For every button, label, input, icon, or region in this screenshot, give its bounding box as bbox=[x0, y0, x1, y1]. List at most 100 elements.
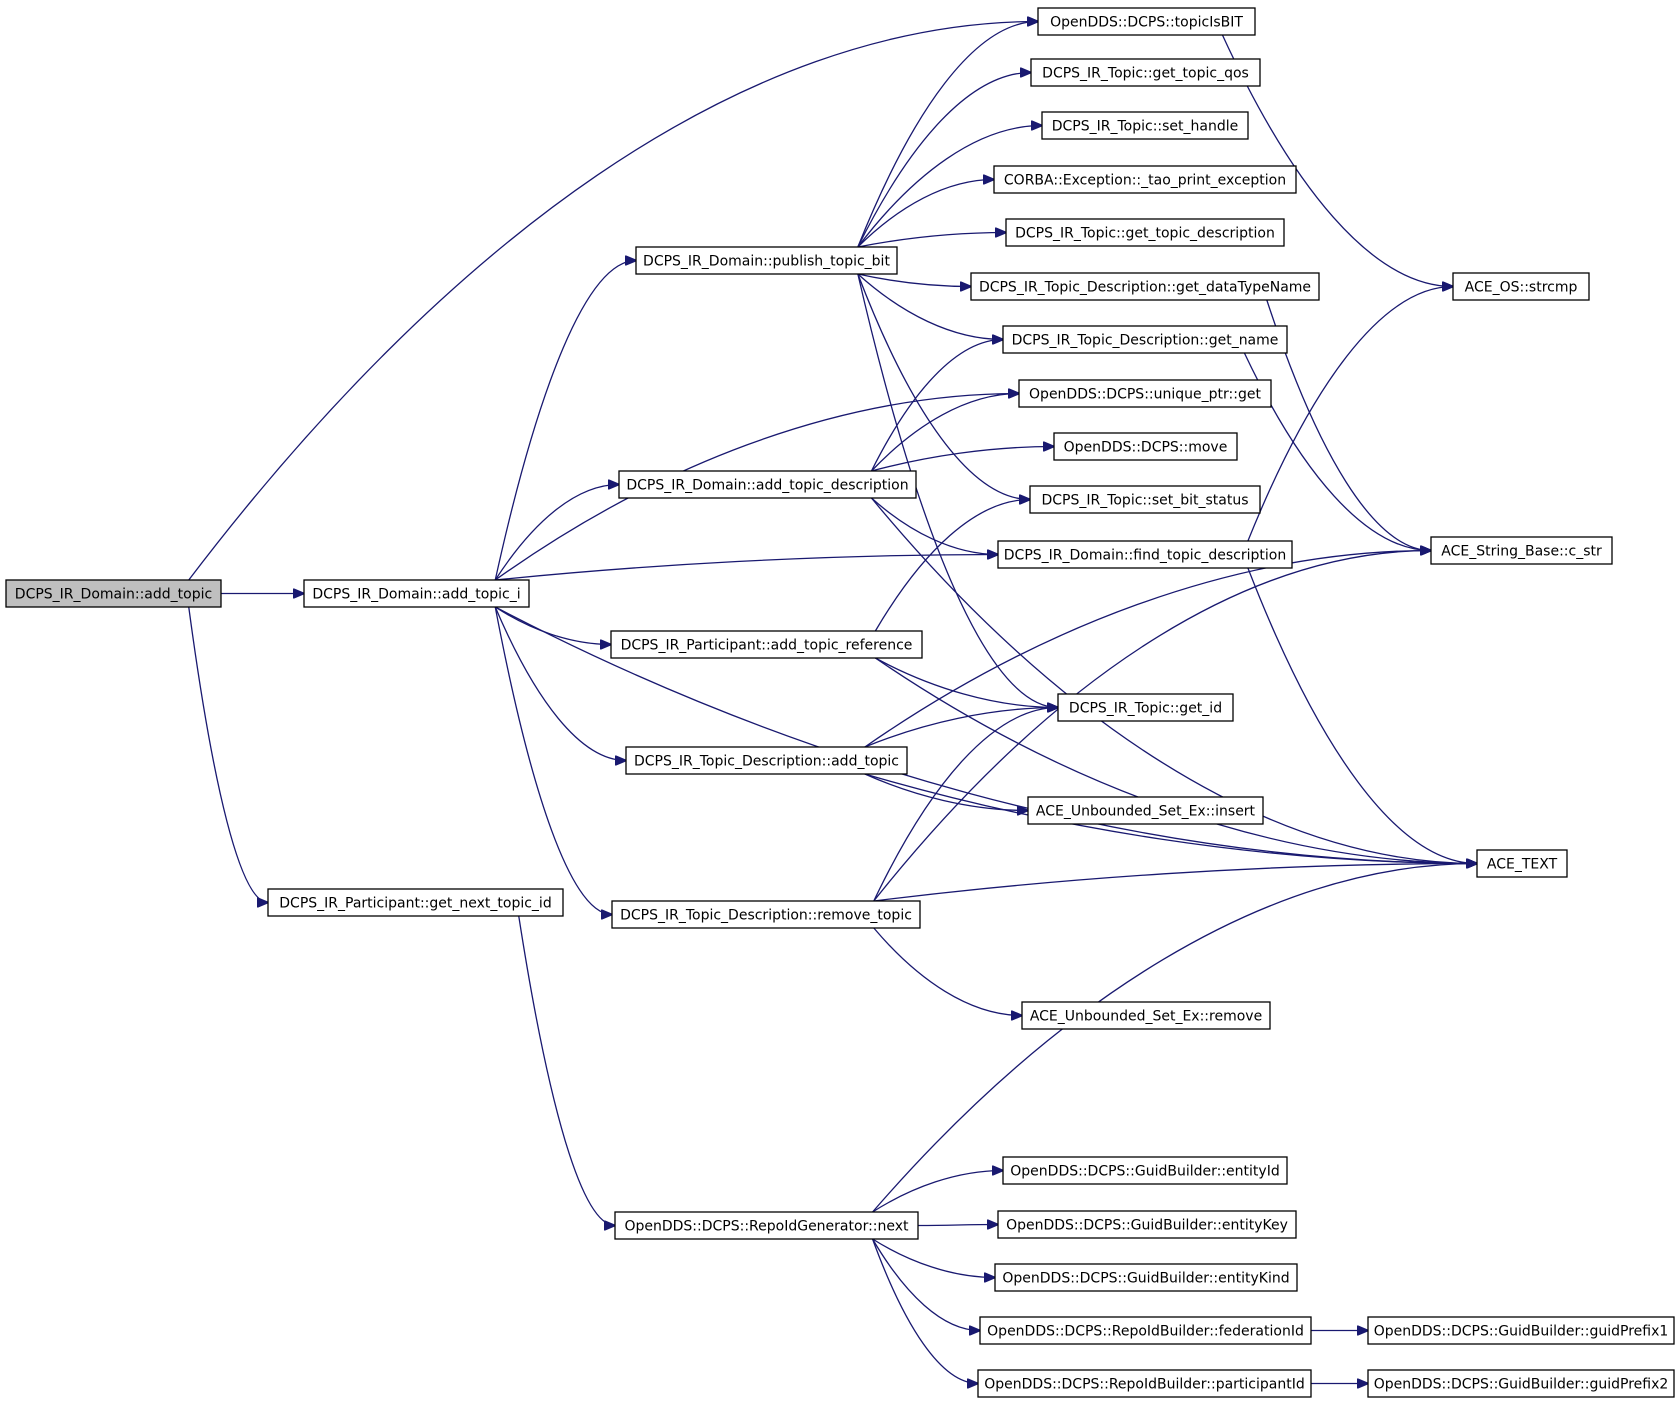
edge-repo_next-to-ace_text bbox=[872, 864, 1477, 1213]
node-guidPrefix2[interactable]: OpenDDS::DCPS::GuidBuilder::guidPrefix2 bbox=[1367, 1369, 1675, 1398]
node-box bbox=[1367, 1316, 1675, 1345]
edge-add_topic_description-to-unique_ptr_get bbox=[870, 394, 1019, 472]
node-label: DCPS_IR_Domain::add_topic bbox=[15, 587, 212, 603]
node-label: DCPS_IR_Topic::set_bit_status bbox=[1041, 493, 1248, 509]
node-get-name[interactable]: DCPS_IR_Topic_Description::get_name bbox=[1002, 325, 1288, 354]
node-label: CORBA::Exception::_tao_print_exception bbox=[1004, 173, 1286, 189]
edge-repo_next-to-participantId bbox=[871, 1238, 978, 1384]
edge-repo_next-to-entityId bbox=[872, 1171, 1003, 1213]
node-add-topic-reference[interactable]: DCPS_IR_Participant::add_topic_reference bbox=[610, 630, 923, 659]
node-label: DCPS_IR_Topic::set_handle bbox=[1052, 119, 1239, 135]
node-label: DCPS_IR_Topic_Description::get_dataTypeN… bbox=[979, 280, 1311, 296]
node-set-handle[interactable]: DCPS_IR_Topic::set_handle bbox=[1041, 111, 1249, 140]
edge-add_topic_i-to-add_topic_description bbox=[494, 485, 619, 581]
node-box bbox=[611, 900, 921, 929]
edge-find_topic_description-to-strcmp bbox=[1247, 287, 1453, 542]
node-add-topic-description[interactable]: DCPS_IR_Domain::add_topic_description bbox=[618, 470, 917, 499]
edge-add_topic_i-to-unique_ptr_get bbox=[494, 394, 1019, 581]
node-layer: DCPS_IR_Domain::add_topic DCPS_IR_Domain:… bbox=[5, 7, 1675, 1398]
node-entityId[interactable]: OpenDDS::DCPS::GuidBuilder::entityId bbox=[1002, 1156, 1288, 1185]
edge-get_dataTypeName-to-c_str bbox=[1266, 299, 1431, 551]
node-guidPrefix1[interactable]: OpenDDS::DCPS::GuidBuilder::guidPrefix1 bbox=[1367, 1316, 1675, 1345]
edge-add_topic_reference-to-ace_text bbox=[874, 657, 1477, 864]
edge-publish_topic_bit-to-get_name bbox=[857, 273, 1003, 340]
edge-td_add_topic-to-ace_text bbox=[864, 773, 1477, 864]
node-federationId[interactable]: OpenDDS::DCPS::RepoIdBuilder::federation… bbox=[979, 1316, 1312, 1345]
node-find-topic-description[interactable]: DCPS_IR_Domain::find_topic_description bbox=[997, 540, 1293, 569]
node-box bbox=[267, 888, 564, 917]
node-label: OpenDDS::DCPS::GuidBuilder::entityKind bbox=[1002, 1271, 1289, 1287]
node-get-dataTypeName[interactable]: DCPS_IR_Topic_Description::get_dataTypeN… bbox=[970, 272, 1320, 301]
node-label: DCPS_IR_Topic_Description::remove_topic bbox=[620, 908, 912, 924]
node-unique-ptr-get[interactable]: OpenDDS::DCPS::unique_ptr::get bbox=[1018, 379, 1272, 408]
node-label: DCPS_IR_Topic::get_topic_qos bbox=[1042, 66, 1249, 82]
node-label: DCPS_IR_Topic::get_id bbox=[1069, 701, 1222, 717]
node-label: OpenDDS::DCPS::RepoIdBuilder::participan… bbox=[984, 1377, 1305, 1393]
node-box bbox=[994, 1263, 1298, 1292]
node-participantId[interactable]: OpenDDS::DCPS::RepoIdBuilder::participan… bbox=[977, 1369, 1312, 1398]
node-ace-text[interactable]: ACE_TEXT bbox=[1476, 849, 1568, 878]
node-label: OpenDDS::DCPS::GuidBuilder::entityId bbox=[1010, 1164, 1279, 1180]
edge-repo_next-to-entityKey bbox=[917, 1225, 998, 1226]
node-label: DCPS_IR_Participant::add_topic_reference bbox=[621, 638, 913, 654]
node-label: OpenDDS::DCPS::RepoIdGenerator::next bbox=[624, 1219, 909, 1235]
node-label: DCPS_IR_Topic_Description::add_topic bbox=[634, 754, 899, 770]
node-label: OpenDDS::DCPS::GuidBuilder::guidPrefix2 bbox=[1374, 1377, 1669, 1393]
edge-find_topic_description-to-ace_text bbox=[1247, 567, 1477, 864]
node-box bbox=[635, 246, 898, 275]
node-remove[interactable]: ACE_Unbounded_Set_Ex::remove bbox=[1021, 1001, 1271, 1030]
node-box bbox=[1027, 796, 1264, 825]
node-box bbox=[970, 272, 1320, 301]
node-box bbox=[977, 1369, 1312, 1398]
node-box bbox=[997, 1210, 1297, 1239]
edge-publish_topic_bit-to-tao_print_exception bbox=[857, 180, 994, 248]
node-box bbox=[618, 470, 917, 499]
node-label: DCPS_IR_Topic_Description::get_name bbox=[1012, 333, 1279, 349]
node-add-topic-i[interactable]: DCPS_IR_Domain::add_topic_i bbox=[303, 579, 530, 608]
node-label: OpenDDS::DCPS::unique_ptr::get bbox=[1029, 387, 1261, 403]
node-td-remove-topic[interactable]: DCPS_IR_Topic_Description::remove_topic bbox=[611, 900, 921, 929]
node-strcmp[interactable]: ACE_OS::strcmp bbox=[1452, 272, 1590, 301]
edge-td_add_topic-to-get_id bbox=[864, 708, 1058, 748]
node-box bbox=[993, 165, 1297, 194]
node-box bbox=[997, 540, 1293, 569]
node-add-topic[interactable]: DCPS_IR_Domain::add_topic bbox=[5, 579, 222, 608]
node-entityKind[interactable]: OpenDDS::DCPS::GuidBuilder::entityKind bbox=[994, 1263, 1298, 1292]
edge-add_topic_description-to-find_topic_description bbox=[871, 497, 998, 555]
node-repo-next[interactable]: OpenDDS::DCPS::RepoIdGenerator::next bbox=[614, 1211, 919, 1240]
edge-add_topic_reference-to-set_bit_status bbox=[874, 500, 1030, 632]
edge-add_topic-to-topicIsBIT bbox=[188, 22, 1038, 581]
node-topicIsBIT[interactable]: OpenDDS::DCPS::topicIsBIT bbox=[1037, 7, 1256, 36]
node-entityKey[interactable]: OpenDDS::DCPS::GuidBuilder::entityKey bbox=[997, 1210, 1297, 1239]
node-label: ACE_TEXT bbox=[1487, 857, 1558, 873]
node-publish-topic-bit[interactable]: DCPS_IR_Domain::publish_topic_bit bbox=[635, 246, 898, 275]
edge-add_topic_i-to-publish_topic_bit bbox=[494, 261, 636, 581]
edge-publish_topic_bit-to-set_bit_status bbox=[857, 273, 1030, 500]
edge-td_add_topic-to-insert bbox=[864, 773, 1028, 811]
edge-add_topic-to-get_next_topic_id bbox=[188, 606, 268, 903]
node-label: ACE_Unbounded_Set_Ex::remove bbox=[1030, 1009, 1262, 1025]
node-get-id[interactable]: DCPS_IR_Topic::get_id bbox=[1057, 693, 1234, 722]
node-label: OpenDDS::DCPS::move bbox=[1064, 440, 1228, 456]
edge-td_add_topic-to-c_str bbox=[864, 551, 1431, 748]
node-get-topic-qos[interactable]: DCPS_IR_Topic::get_topic_qos bbox=[1030, 58, 1261, 87]
node-box bbox=[1018, 379, 1272, 408]
node-tao-print-exception[interactable]: CORBA::Exception::_tao_print_exception bbox=[993, 165, 1297, 194]
node-c-str[interactable]: ACE_String_Base::c_str bbox=[1430, 536, 1613, 565]
node-box bbox=[610, 630, 923, 659]
node-set-bit-status[interactable]: DCPS_IR_Topic::set_bit_status bbox=[1029, 485, 1261, 514]
edge-td_remove_topic-to-remove bbox=[873, 927, 1022, 1016]
node-label: DCPS_IR_Topic::get_topic_description bbox=[1015, 226, 1275, 242]
node-box bbox=[1037, 7, 1256, 36]
node-get-topic-description[interactable]: DCPS_IR_Topic::get_topic_description bbox=[1005, 218, 1285, 247]
node-box bbox=[1053, 432, 1238, 461]
node-move[interactable]: OpenDDS::DCPS::move bbox=[1053, 432, 1238, 461]
node-get-next-topic-id[interactable]: DCPS_IR_Participant::get_next_topic_id bbox=[267, 888, 564, 917]
node-box bbox=[1367, 1369, 1675, 1398]
node-label: OpenDDS::DCPS::topicIsBIT bbox=[1050, 15, 1243, 31]
node-insert[interactable]: ACE_Unbounded_Set_Ex::insert bbox=[1027, 796, 1264, 825]
edge-add_topic_i-to-td_add_topic bbox=[494, 606, 626, 761]
node-td-add-topic[interactable]: DCPS_IR_Topic_Description::add_topic bbox=[625, 746, 908, 775]
edge-topicIsBIT-to-strcmp bbox=[1221, 34, 1453, 287]
